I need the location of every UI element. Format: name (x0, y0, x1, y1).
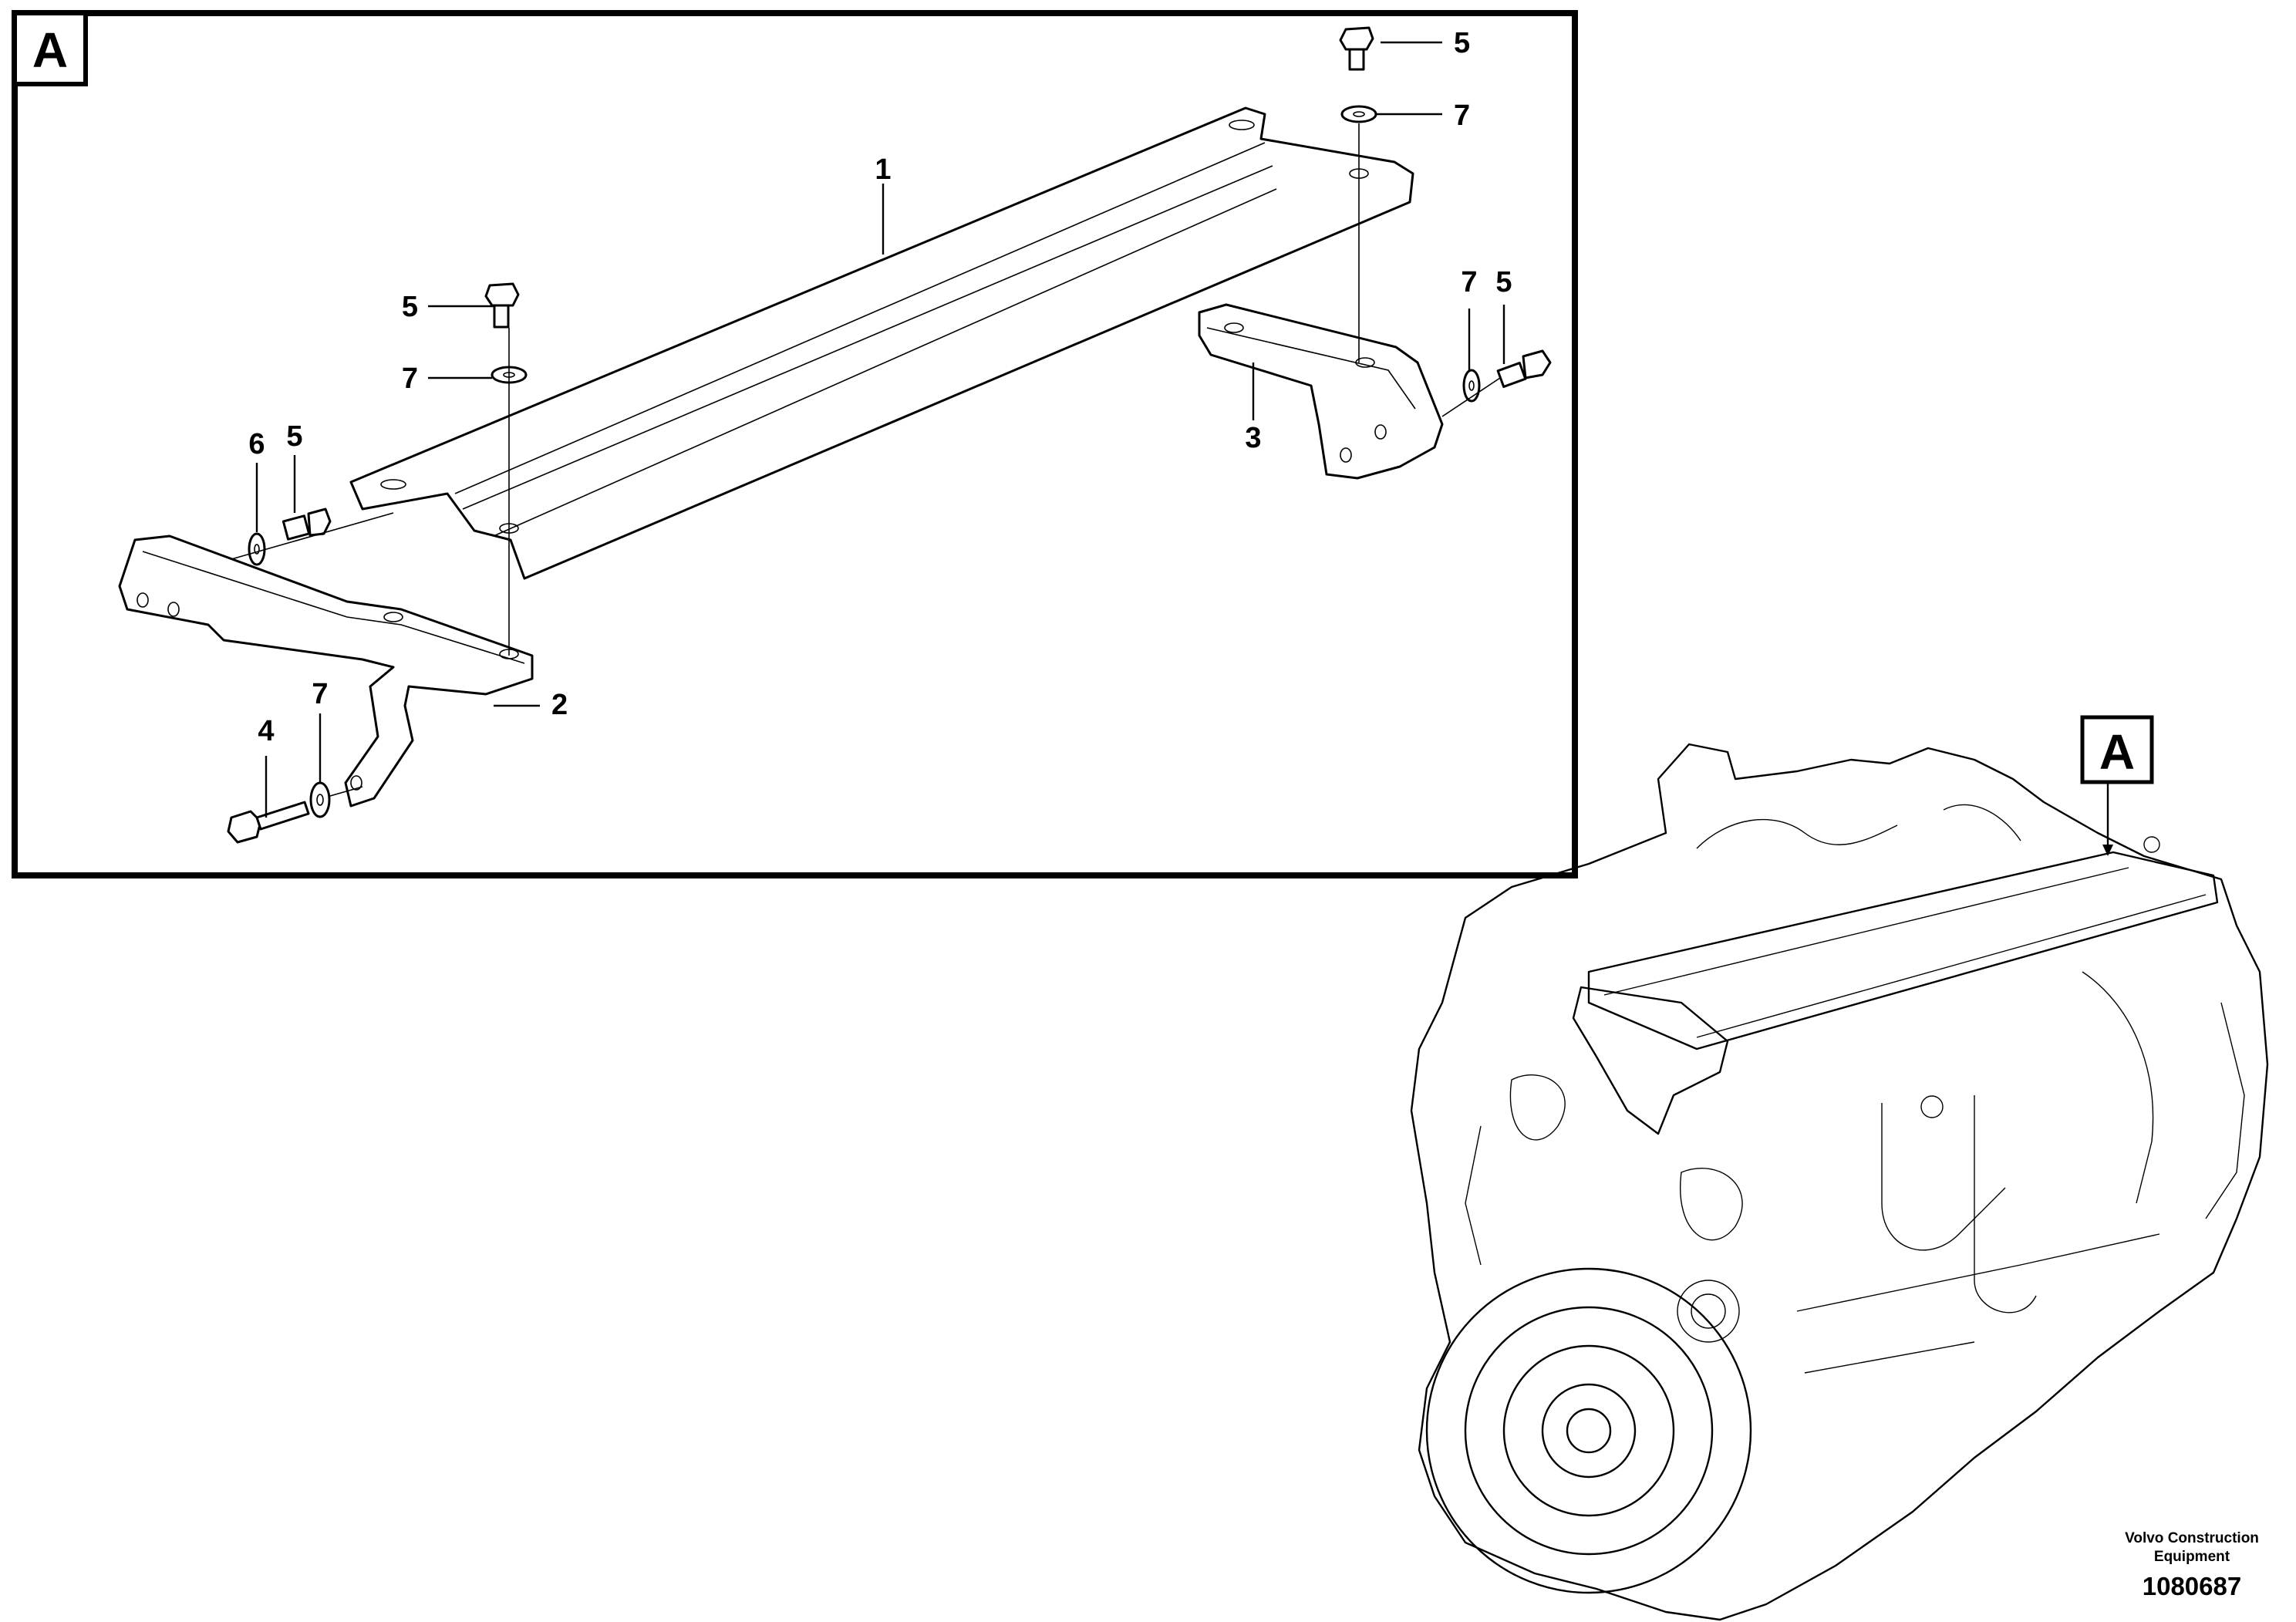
detail-callout-a: A (2080, 715, 2154, 856)
callout-3: 3 (1245, 422, 1261, 454)
callout-5-mid: 5 (402, 291, 418, 323)
callout-7-bottom: 7 (312, 678, 328, 710)
view-label-box: A (12, 11, 88, 86)
callout-7-top: 7 (1454, 99, 1470, 132)
bolt-5-right-icon (1496, 349, 1552, 388)
callout-4: 4 (258, 715, 274, 747)
callout-7-mid: 7 (402, 363, 418, 395)
bolt-5-mid-icon (484, 282, 520, 329)
callout-7-right: 7 (1461, 266, 1477, 298)
washer-7-top-right-icon (1340, 105, 1377, 123)
bolt-5-left-icon (282, 508, 332, 541)
callout-5-top: 5 (1454, 27, 1470, 59)
assembly-axes (231, 123, 1501, 797)
callout-2: 2 (551, 689, 568, 721)
callout-5-left: 5 (286, 420, 302, 453)
callout-1: 1 (875, 153, 891, 186)
part-2-front-bracket (118, 534, 534, 808)
detail-callout-letter: A (2099, 724, 2135, 780)
leader-lines (255, 41, 1505, 818)
brand-line-2: Equipment (2154, 1549, 2230, 1565)
callout-6: 6 (248, 428, 265, 460)
engine-overview (1410, 743, 2269, 1621)
drawing-number: 1080687 (2143, 1572, 2241, 1600)
view-label: A (32, 22, 68, 78)
brand-line-1: Volvo Construction (2125, 1530, 2259, 1546)
bolt-4-icon (227, 801, 310, 844)
washer-7-right-icon (1462, 369, 1481, 403)
washer-7-bottom-icon (309, 781, 331, 818)
callout-5-right: 5 (1495, 266, 1512, 298)
part-3-rear-bracket (1198, 303, 1444, 480)
washer-6-icon (248, 532, 266, 566)
part-1-rail (349, 106, 1414, 580)
detail-frame (12, 10, 1578, 878)
